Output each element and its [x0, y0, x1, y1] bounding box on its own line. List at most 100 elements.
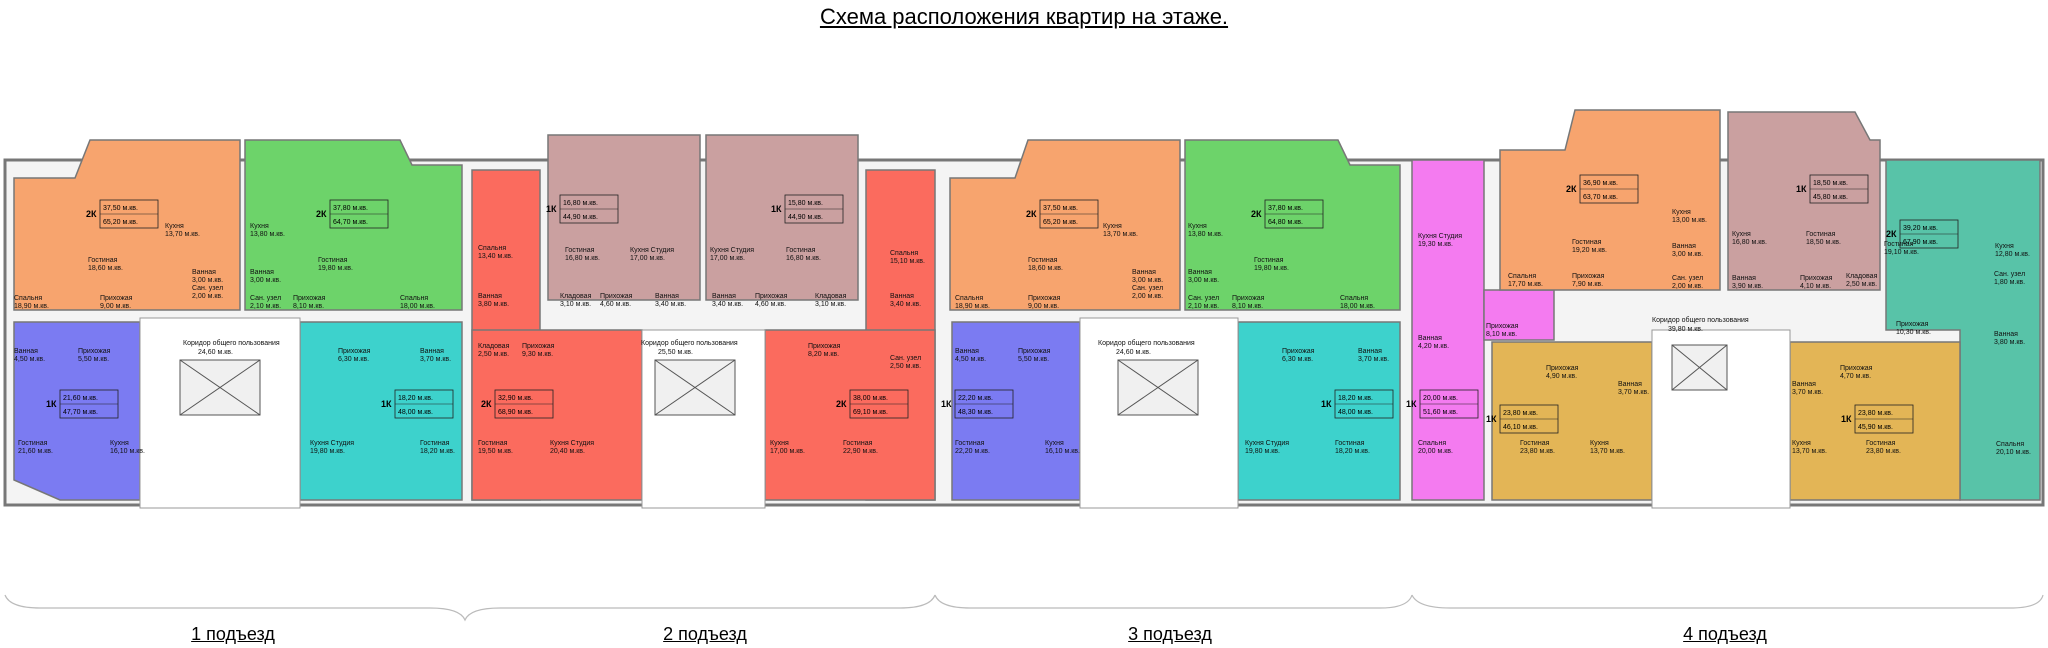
apt-2k-13[interactable]	[1499, 109, 1721, 291]
room-area: 3,80 м.кв.	[1994, 339, 2025, 346]
apt-1k-3[interactable]	[13, 321, 141, 501]
room-area: 3,70 м.кв.	[1358, 356, 1389, 363]
room-name: Прихожая	[1282, 348, 1315, 355]
room-area: 4,60 м.кв.	[600, 301, 631, 308]
apt-1k-14[interactable]	[1727, 111, 1881, 291]
room-area: 8,20 м.кв.	[808, 351, 839, 358]
apartment-total-area: 45,80 м.кв.	[1813, 194, 1848, 201]
apt-2k-7-south[interactable]	[471, 329, 643, 501]
room-name: Гостиная	[1335, 440, 1365, 447]
room-area: 2,50 м.кв.	[1846, 281, 1877, 288]
apartment-type: 1К	[1486, 414, 1497, 424]
apartment-living-area: 23,80 м.кв.	[1858, 410, 1893, 417]
room-area: 3,80 м.кв.	[478, 301, 509, 308]
room-area: 21,60 м.кв.	[18, 448, 53, 455]
apt-1k-16-annex[interactable]	[1483, 289, 1555, 341]
room-area: 1,80 м.кв.	[1994, 279, 2025, 286]
room-area: 3,70 м.кв.	[1618, 389, 1649, 396]
room-name: Прихожая	[1028, 295, 1061, 302]
apartment-total-area: 63,70 м.кв.	[1583, 194, 1618, 201]
apartment-type: 1К	[941, 399, 952, 409]
apt-1k-17[interactable]	[1491, 341, 1653, 501]
room-name: Кухня	[1188, 223, 1207, 230]
room-name: Кухня Студия	[1245, 440, 1289, 447]
room-area: 4,20 м.кв.	[1418, 343, 1449, 350]
room-area: 4,60 м.кв.	[755, 301, 786, 308]
room-name: Кухня	[1672, 209, 1691, 216]
apt-2k-1[interactable]	[13, 139, 241, 311]
room-name: Кухня	[770, 440, 789, 447]
room-area: 4,10 м.кв.	[1800, 283, 1831, 290]
room-area: 22,90 м.кв.	[843, 448, 878, 455]
room-name: Гостиная	[88, 257, 118, 264]
room-name: Прихожая	[78, 348, 111, 355]
room-area: 6,30 м.кв.	[1282, 356, 1313, 363]
room-area: 20,10 м.кв.	[1996, 449, 2031, 456]
apt-2k-10[interactable]	[1184, 139, 1401, 311]
apt-1k-5[interactable]	[547, 134, 701, 301]
room-name: Гостиная	[1254, 257, 1284, 264]
room-name: Спальня	[1418, 440, 1446, 447]
room-area: 23,80 м.кв.	[1866, 448, 1901, 455]
room-name: Кладовая	[1846, 273, 1878, 280]
room-name: Кухня Студия	[710, 247, 754, 254]
room-name: Прихожая	[1232, 295, 1265, 302]
apartment-type: 2К	[836, 399, 847, 409]
apartment-type: 2К	[1026, 209, 1037, 219]
section-4	[1411, 109, 2041, 509]
room-name: Гостиная	[318, 257, 348, 264]
room-area: 3,10 м.кв.	[815, 301, 846, 308]
room-area: 23,80 м.кв.	[1520, 448, 1555, 455]
room-area: 13,80 м.кв.	[250, 231, 285, 238]
room-name: Ванная	[1618, 381, 1642, 388]
room-area: 13,40 м.кв.	[478, 253, 513, 260]
room-name: Спальня	[1996, 441, 2024, 448]
room-name: Прихожая	[100, 295, 133, 302]
apartment-type: 1К	[771, 204, 782, 214]
apt-2k-9[interactable]	[949, 139, 1181, 311]
room-name: Прихожая	[1486, 323, 1519, 330]
section-label-4: 4 подъезд	[1683, 624, 1767, 644]
apt-1k-18[interactable]	[1789, 341, 1961, 501]
room-name: Гостиная	[955, 440, 985, 447]
apartment-living-area: 37,80 м.кв.	[333, 205, 368, 212]
room-area: 4,70 м.кв.	[1840, 373, 1871, 380]
apt-2k-2[interactable]	[244, 139, 463, 311]
section-2	[471, 134, 936, 509]
room-name: Сан. узел	[250, 295, 281, 302]
room-area: 19,30 м.кв.	[1418, 241, 1453, 248]
room-area: 2,10 м.кв.	[1188, 303, 1219, 310]
apt-1k-6[interactable]	[705, 134, 859, 301]
room-area: 6,30 м.кв.	[338, 356, 369, 363]
apartment-type: 2К	[316, 209, 327, 219]
room-name: Кухня	[1045, 440, 1064, 447]
room-name: Кухня Студия	[550, 440, 594, 447]
room-area: 19,80 м.кв.	[310, 448, 345, 455]
